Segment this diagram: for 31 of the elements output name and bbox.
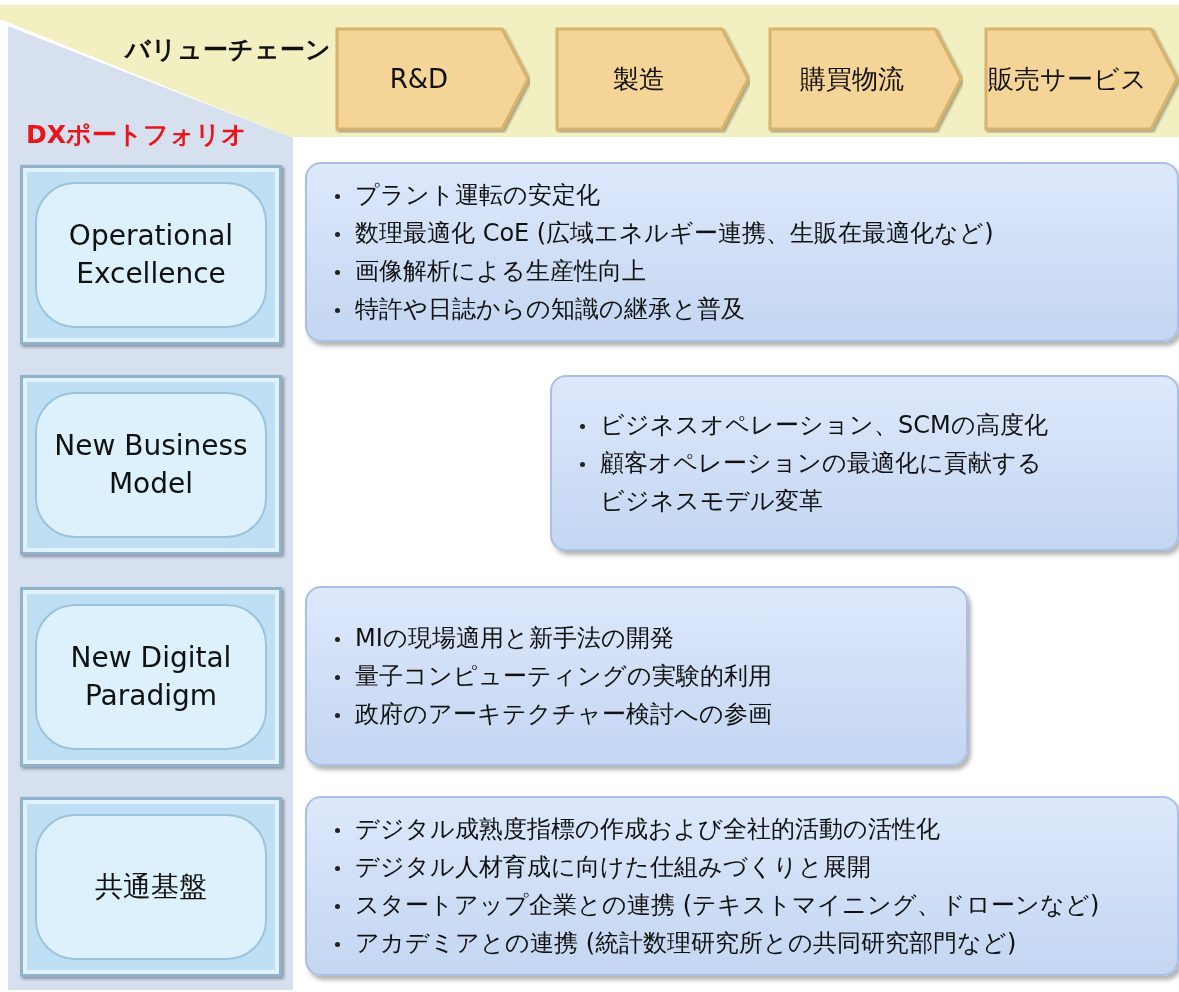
- process-step-shape: 販売サービス: [984, 25, 1179, 133]
- bullet-item: 顧客オペレーションの最適化に貢献するビジネスモデル変革: [574, 444, 1049, 520]
- process-step-shape: R&D: [335, 25, 530, 133]
- bullet-item: アカデミアとの連携 (統計数理研究所との共同研究部門など): [329, 924, 1169, 962]
- process-step-shape: 購買物流: [768, 25, 963, 133]
- category-frame: [20, 797, 282, 977]
- bullet-item: デジタル成熟度指標の作成および全社的活動の活性化: [329, 810, 1169, 848]
- description-box: [305, 162, 1179, 342]
- bullet-item: プラント運転の安定化: [329, 176, 1169, 214]
- bullet-item: スタートアップ企業との連携 (テキストマイニング、ドローンなど): [329, 886, 1169, 924]
- bullet-item: 画像解析による生産性向上: [329, 252, 1169, 290]
- band-title: バリューチェーン: [125, 34, 331, 66]
- process-step-shape: 製造: [555, 25, 750, 133]
- bullet-item: 特許や日誌からの知識の継承と普及: [329, 290, 1169, 328]
- category-label: New Digital Paradigm: [69, 640, 233, 714]
- category-label: Operational Excellence: [67, 218, 235, 292]
- category-label: New Business Model: [53, 428, 249, 502]
- description-box: [305, 796, 1179, 976]
- bullet-item: デジタル人材育成に向けた仕組みづくりと展開: [329, 848, 1169, 886]
- bullet-item: 政府のアーキテクチャー検討への参画: [329, 695, 958, 733]
- category-frame: [20, 587, 282, 767]
- category-frame: [20, 375, 282, 555]
- description-box: [550, 375, 1179, 551]
- category-label: 共通基盤: [95, 869, 207, 905]
- category-frame: [20, 165, 282, 345]
- bullet-item: 数理最適化 CoE (広域エネルギー連携、生販在最適化など): [329, 214, 1169, 252]
- panel-title: DXポートフォリオ: [26, 119, 248, 151]
- bullet-item: MIの現場適用と新手法の開発: [329, 619, 958, 657]
- bullet-item: 量子コンピューティングの実験的利用: [329, 657, 958, 695]
- bullet-item: ビジネスオペレーション、SCMの高度化: [574, 406, 1049, 444]
- description-box: [305, 586, 968, 766]
